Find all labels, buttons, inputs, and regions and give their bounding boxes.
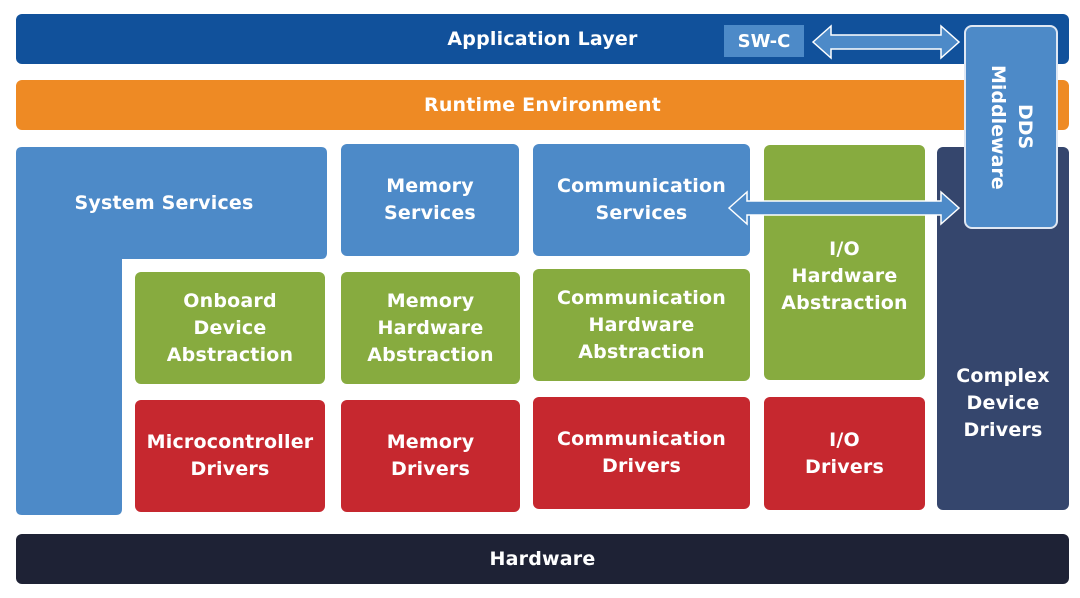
memory-hardware-abstraction-label: Memory Hardware Abstraction (367, 289, 494, 366)
communication-drivers: Communication Drivers (533, 397, 750, 509)
swc-box: SW-C (724, 25, 804, 57)
swc-dds-arrow (811, 24, 961, 60)
communication-hardware-abstraction: Communication Hardware Abstraction (533, 269, 750, 381)
memory-drivers-label: Memory Drivers (386, 431, 475, 480)
system-services-label: System Services (74, 191, 254, 214)
dds-middleware: DDS Middleware (964, 25, 1058, 229)
microcontroller-drivers-label: Microcontroller Drivers (146, 431, 314, 480)
memory-drivers: Memory Drivers (341, 400, 520, 512)
memory-hardware-abstraction: Memory Hardware Abstraction (341, 272, 520, 384)
runtime-environment: Runtime Environment (16, 80, 1069, 130)
swc-label: SW-C (737, 30, 791, 52)
system-services: System Services (16, 147, 312, 259)
hardware-layer: Hardware (16, 534, 1069, 584)
comservices-dds-arrow (727, 190, 961, 226)
io-drivers-label: I/O Drivers (804, 428, 884, 478)
io-drivers: I/O Drivers (764, 397, 925, 510)
onboard-device-abstraction: Onboard Device Abstraction (135, 272, 325, 384)
communication-hardware-abstraction-label: Communication Hardware Abstraction (556, 286, 727, 363)
memory-services-label: Memory Services (384, 175, 476, 224)
io-hardware-abstraction: I/O Hardware Abstraction (764, 145, 925, 380)
communication-drivers-label: Communication Drivers (556, 428, 727, 477)
hardware-layer-label: Hardware (489, 547, 596, 570)
io-hardware-abstraction-label: I/O Hardware Abstraction (781, 238, 908, 314)
runtime-environment-label: Runtime Environment (423, 93, 662, 116)
complex-device-drivers-label: Complex Device Drivers (956, 365, 1050, 441)
memory-services: Memory Services (341, 144, 519, 256)
dds-middleware-label: DDS Middleware (987, 64, 1036, 190)
communication-services: Communication Services (533, 144, 750, 256)
system-services-shape (16, 147, 327, 515)
onboard-device-abstraction-label: Onboard Device Abstraction (166, 289, 294, 366)
communication-services-label: Communication Services (556, 175, 727, 224)
application-layer-label: Application Layer (447, 27, 638, 50)
microcontroller-drivers: Microcontroller Drivers (135, 400, 325, 512)
